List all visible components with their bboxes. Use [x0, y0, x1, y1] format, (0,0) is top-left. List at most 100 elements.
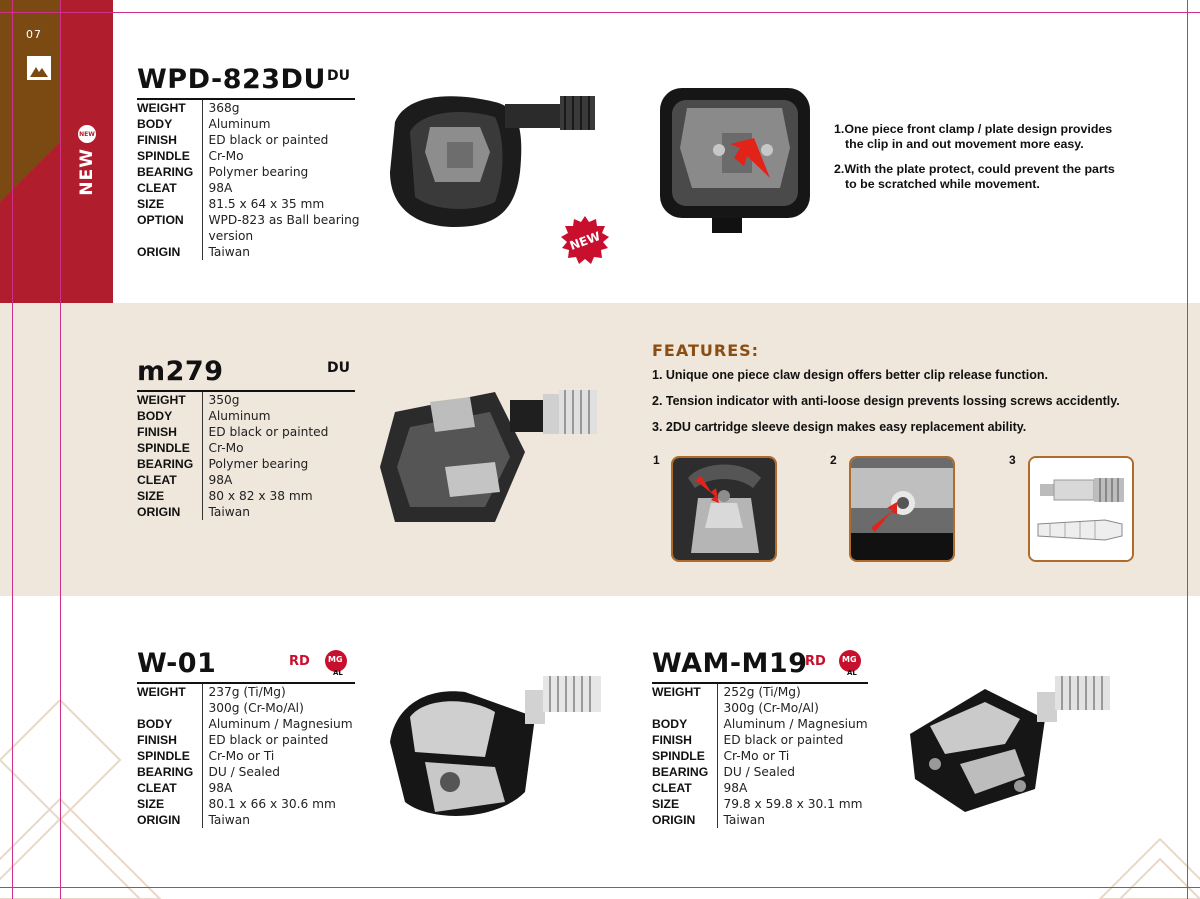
rd-badge-label: RD: [289, 654, 310, 669]
spec-key: OPTION: [137, 213, 184, 227]
spec-value: Cr-Mo or Ti: [201, 748, 353, 764]
wpd-823du-pedal-image: [390, 96, 595, 227]
mg-badge-label: MG: [842, 655, 857, 664]
spec-value: Aluminum / Magnesium: [201, 716, 353, 732]
spec-key: SPINDLE: [137, 149, 190, 163]
spec-value: 300g (Cr-Mo/Al): [201, 700, 353, 716]
features-heading: FEATURES:: [652, 341, 760, 360]
spec-value: DU / Sealed: [201, 764, 353, 780]
spec-key: BEARING: [137, 165, 194, 179]
new-seal: NEW: [560, 216, 610, 266]
al-badge-label: AL: [333, 669, 343, 677]
mg-badge-circle: [839, 650, 861, 672]
spec-key: CLEAT: [137, 473, 177, 487]
spec-row: SPINDLE Cr-Mo: [137, 148, 407, 164]
spec-row: FINISH ED black or painted: [137, 732, 353, 748]
detail-label-3: 3: [1009, 453, 1016, 467]
mountain-icon: [27, 56, 51, 80]
spec-value: Aluminum / Magnesium: [716, 716, 868, 732]
spec-value: 81.5 x 64 x 35 mm: [201, 196, 407, 212]
title-rule: [137, 682, 355, 684]
spec-row: FINISH ED black or painted: [652, 732, 868, 748]
spec-key: WEIGHT: [652, 685, 701, 699]
page-number: 07: [26, 28, 42, 41]
m279-features: 1. Unique one piece claw design offers b…: [652, 368, 1172, 446]
spec-key: FINISH: [137, 133, 177, 147]
note-line: 1.One piece front clamp / plate design p…: [834, 122, 1113, 136]
model-title: m279: [137, 356, 224, 387]
mg-badge-label: MG: [328, 655, 343, 664]
detail-image-tension: [849, 456, 955, 562]
spec-value: Polymer bearing: [201, 164, 407, 180]
spec-row: BEARING Polymer bearing: [137, 164, 407, 180]
spec-key: CLEAT: [137, 181, 177, 195]
spec-key: WEIGHT: [137, 393, 186, 407]
new-circle-icon: NEW: [78, 125, 96, 143]
spec-row: CLEAT 98A: [137, 180, 407, 196]
spec-value: 300g (Cr-Mo/Al): [716, 700, 868, 716]
spec-key: BODY: [137, 409, 173, 423]
spec-value: 98A: [201, 780, 353, 796]
w-01-pedal-image: [390, 676, 601, 816]
du-badge: DU: [327, 360, 350, 376]
spec-key: [652, 700, 717, 716]
detail-label-2: 2: [830, 453, 837, 467]
spec-key: FINISH: [137, 733, 177, 747]
spec-value: ED black or painted: [716, 732, 868, 748]
spec-row: SIZE 81.5 x 64 x 35 mm: [137, 196, 407, 212]
spec-value: 98A: [201, 180, 407, 196]
spec-row: FINISH ED black or painted: [137, 132, 407, 148]
spec-key: [137, 700, 202, 716]
model-title: W-01: [137, 648, 217, 679]
spec-key: SIZE: [137, 197, 165, 211]
spec-row: 300g (Cr-Mo/Al): [652, 700, 868, 716]
spec-value: Aluminum: [201, 116, 407, 132]
feature-item: 3. 2DU cartridge sleeve design makes eas…: [652, 420, 1027, 434]
rd-badge-label: RD: [805, 654, 826, 669]
note-line: to be scratched while movement.: [845, 177, 1040, 191]
model-title: WAM-M19: [652, 648, 808, 679]
spec-value: ED black or painted: [201, 424, 329, 440]
spec-key: SPINDLE: [137, 441, 190, 455]
spec-row: 300g (Cr-Mo/Al): [137, 700, 353, 716]
guide-line-bottom: [0, 887, 1200, 888]
spec-key: FINISH: [652, 733, 692, 747]
du-badge: DU: [327, 68, 350, 84]
al-badge-label: AL: [847, 669, 857, 677]
spec-key: SIZE: [652, 797, 680, 811]
model-title: WPD-823DU: [137, 64, 326, 95]
spec-value: ED black or painted: [201, 732, 353, 748]
spec-key: FINISH: [137, 425, 177, 439]
spec-key: CLEAT: [652, 781, 692, 795]
spec-key: ORIGIN: [137, 505, 181, 519]
spec-value: ED black or painted: [201, 132, 407, 148]
spec-value: Polymer bearing: [201, 456, 329, 472]
spec-value: Cr-Mo: [201, 148, 407, 164]
spec-value: 80 x 82 x 38 mm: [201, 488, 329, 504]
feature-item: 2. Tension indicator with anti-loose des…: [652, 394, 1120, 408]
guide-line-left: [12, 0, 13, 899]
spec-key: ORIGIN: [137, 245, 181, 259]
mg-badge-circle: [325, 650, 347, 672]
rd-mg-badge: RD MG AL: [805, 650, 869, 680]
spec-key: SIZE: [137, 489, 165, 503]
